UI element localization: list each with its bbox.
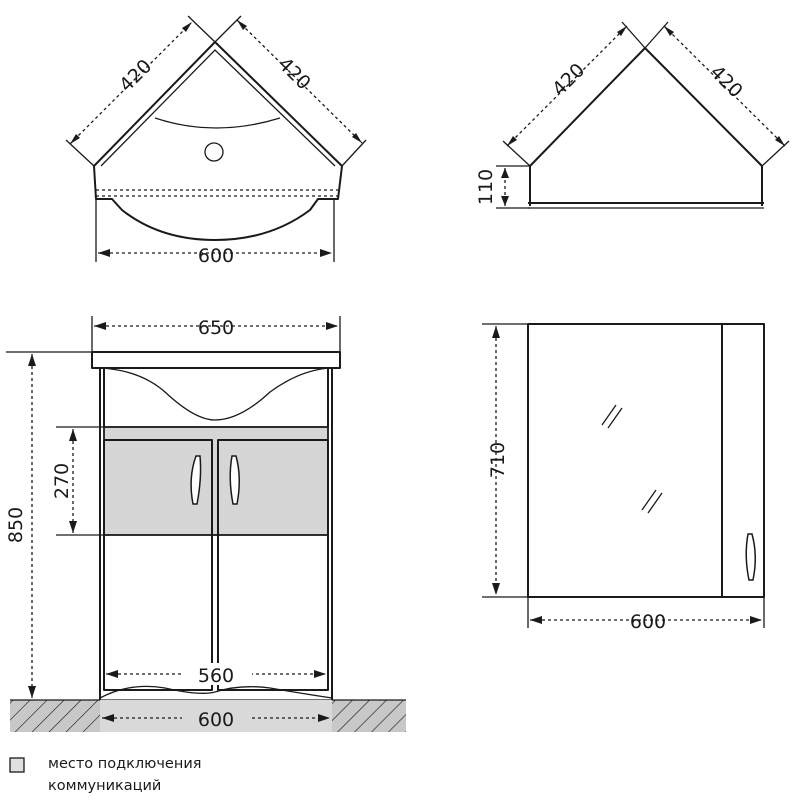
mirror-handle-icon <box>745 533 756 581</box>
dim-sink-side-left: 420 <box>115 55 156 96</box>
dim-sink-side-right: 420 <box>274 53 315 94</box>
dim-cabinet-top-width: 650 <box>198 317 234 339</box>
dim-mirror-width: 600 <box>630 611 666 633</box>
dim-cabinet-height: 850 <box>5 507 27 543</box>
door-left <box>103 439 213 691</box>
dim-mirror-side-left: 420 <box>548 59 589 100</box>
legend-line-1: место подключения <box>48 756 201 772</box>
connection-zone <box>103 426 329 536</box>
dim-cabinet-inner-width: 560 <box>198 665 234 687</box>
dim-cabinet-base-width: 600 <box>198 709 234 731</box>
mirror-front-view: 710 600 <box>482 323 765 633</box>
cabinet-front-view: 650 850 270 560 600 <box>5 316 406 732</box>
dim-mirror-side-right: 420 <box>706 61 747 102</box>
handle-right-icon <box>229 455 240 505</box>
sink-top-view: 420 420 600 <box>65 15 367 267</box>
drain-hole-icon <box>204 142 224 162</box>
dim-mirror-depth: 110 <box>475 169 497 205</box>
door-right <box>217 439 329 691</box>
mirror-top-view: 420 420 110 <box>475 21 790 209</box>
legend-swatch <box>9 757 25 773</box>
dim-mirror-height: 710 <box>487 442 509 478</box>
dim-connection-zone-height: 270 <box>51 463 73 499</box>
handle-left-icon <box>190 455 202 505</box>
dim-sink-width: 600 <box>198 245 234 267</box>
mirror-panel <box>527 323 765 598</box>
legend: место подключения коммуникаций <box>9 756 201 794</box>
legend-line-2: коммуникаций <box>48 778 161 794</box>
